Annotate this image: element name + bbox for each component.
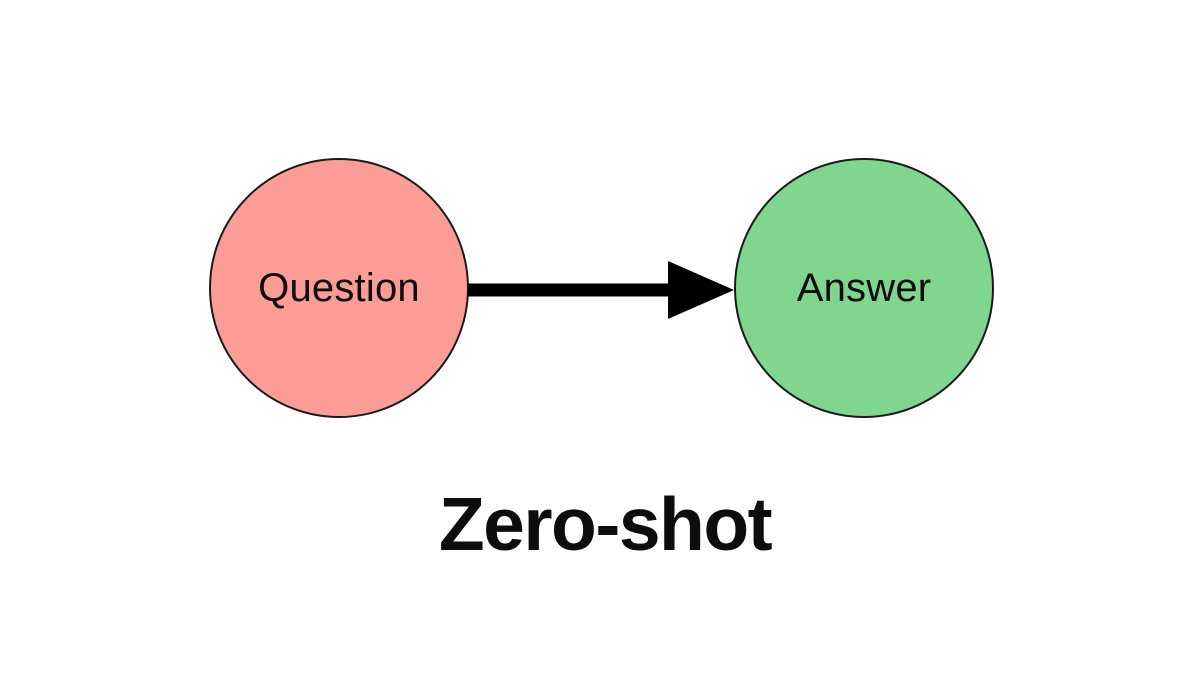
arrow-head: [668, 261, 734, 319]
node-question: Question: [209, 158, 469, 418]
arrow-shaft: [468, 283, 676, 297]
arrow-right-icon: [468, 261, 734, 319]
node-question-label: Question: [258, 265, 420, 310]
node-answer-label: Answer: [796, 265, 932, 310]
node-answer: Answer: [734, 158, 994, 418]
diagram-title: Zero-shot: [438, 482, 773, 566]
